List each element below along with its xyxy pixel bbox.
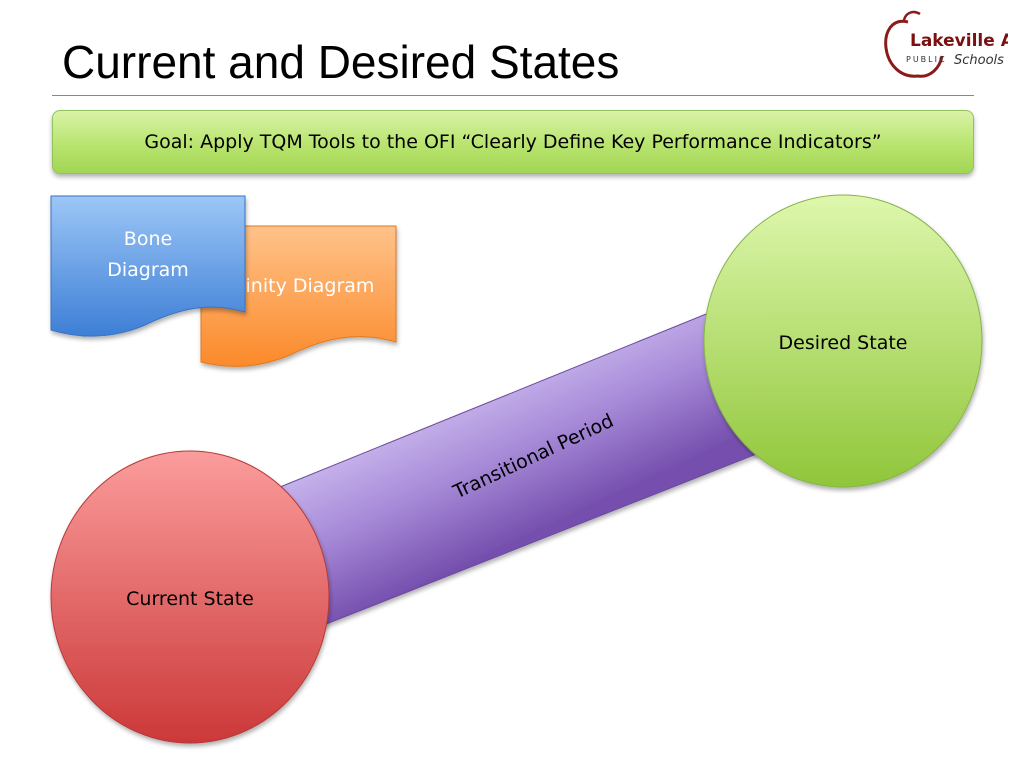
logo-public: PUBLIC: [906, 55, 947, 64]
goal-banner: Goal: Apply TQM Tools to the OFI “Clearl…: [52, 110, 974, 174]
slide-title: Current and Desired States: [62, 36, 620, 88]
current-state-label: Current State: [126, 588, 254, 610]
logo-name: Lakeville Area: [910, 31, 1008, 51]
transitional-period-bar: Transitional Period: [247, 296, 813, 633]
desired-state-label: Desired State: [779, 332, 908, 354]
goal-text: Goal: Apply TQM Tools to the OFI “Clearl…: [144, 131, 882, 153]
affinity-diagram-callout: inity Diagram: [200, 225, 397, 367]
bone-diagram-label-line2: Diagram: [107, 259, 189, 281]
affinity-diagram-label: inity Diagram: [246, 275, 375, 297]
bone-diagram-label-line1: Bone: [124, 228, 172, 250]
bone-diagram-callout: Bone Diagram: [50, 195, 246, 337]
logo-schools: Schools: [954, 53, 1004, 68]
current-state-circle: Current State: [50, 450, 330, 744]
title-divider: [52, 95, 974, 96]
desired-state-circle: Desired State: [703, 194, 983, 488]
school-logo: Lakeville Area PUBLIC Schools: [884, 10, 1008, 78]
apple-logo-icon: [884, 19, 944, 78]
